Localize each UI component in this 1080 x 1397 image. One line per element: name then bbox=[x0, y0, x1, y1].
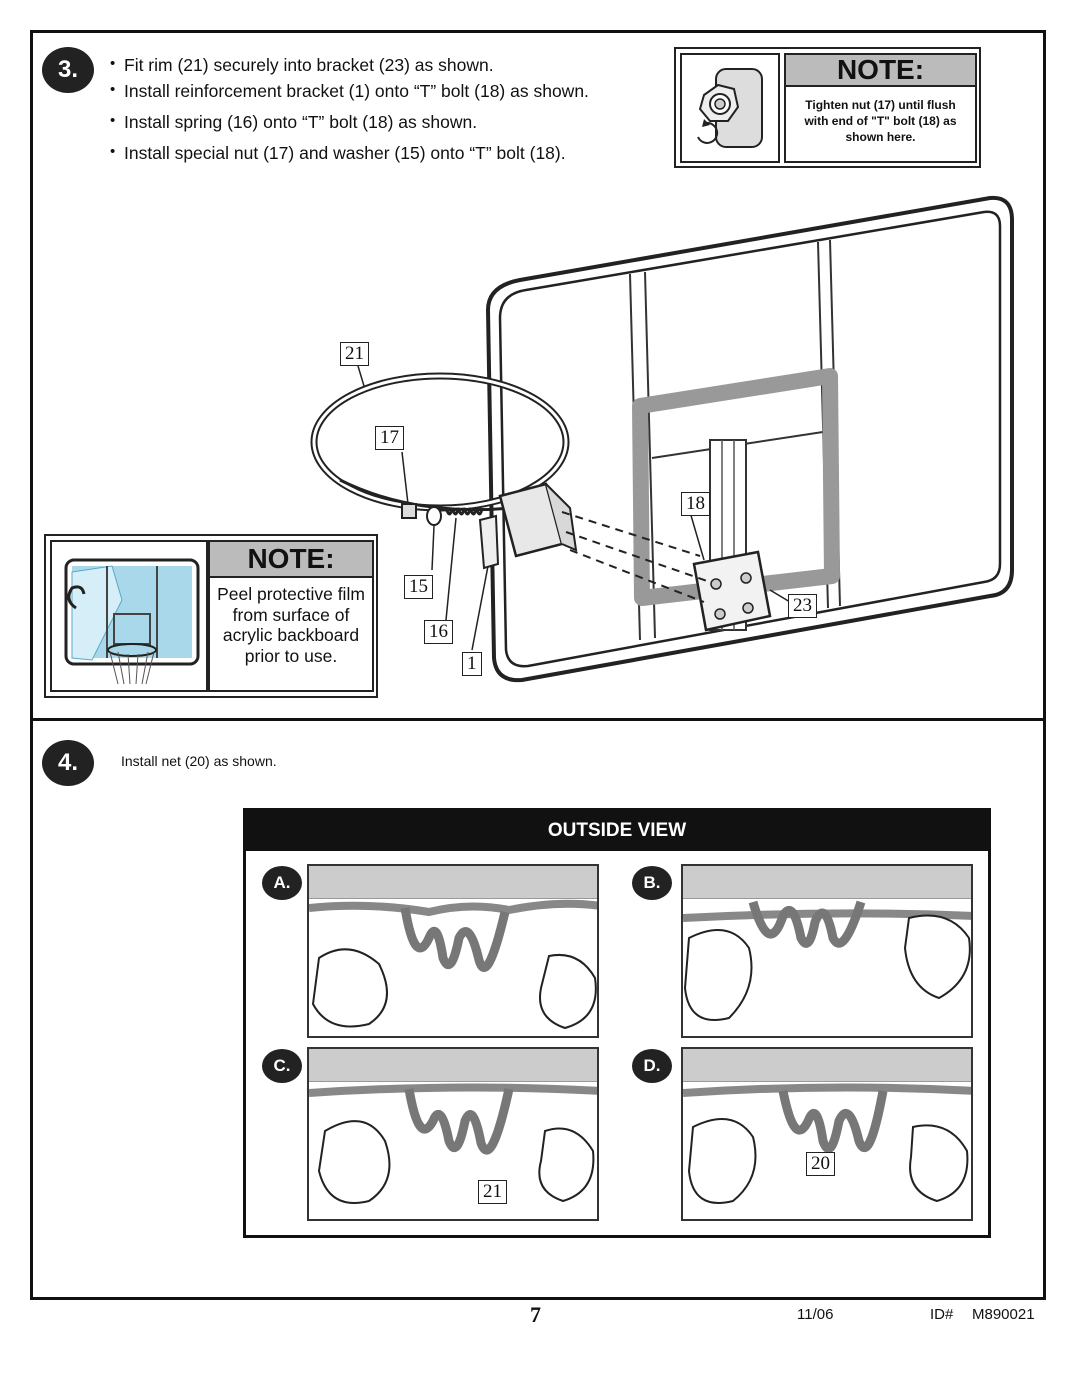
step-3-badge: 3. bbox=[42, 47, 94, 93]
callout-bracket: 23 bbox=[788, 594, 817, 618]
footer-id-value: M890021 bbox=[972, 1306, 1035, 1323]
callout-washer: 15 bbox=[404, 575, 433, 599]
callout-spring: 16 bbox=[424, 620, 453, 644]
callout-t-bolt: 18 bbox=[681, 492, 710, 516]
net-step-b-illustration bbox=[681, 864, 973, 1038]
net-step-c-illustration bbox=[307, 1047, 599, 1221]
outside-view-title: OUTSIDE VIEW bbox=[246, 811, 988, 851]
step-divider bbox=[30, 718, 1046, 721]
net-step-a-illustration bbox=[307, 864, 599, 1038]
panel-label-b: B. bbox=[632, 866, 672, 900]
instruction-item: Install spring (16) onto “T” bolt (18) a… bbox=[110, 112, 589, 133]
callout-net: 20 bbox=[806, 1152, 835, 1176]
callout-reinforcement-bracket: 1 bbox=[462, 652, 482, 676]
net-loop-image bbox=[683, 900, 971, 1021]
page-frame bbox=[30, 30, 1046, 1300]
note-tighten-nut: NOTE: Tighten nut (17) until flush with … bbox=[674, 47, 981, 168]
footer-date: 11/06 bbox=[797, 1306, 834, 1323]
note-title: NOTE: bbox=[784, 53, 977, 87]
backboard-film-icon bbox=[64, 558, 200, 685]
note-title: NOTE: bbox=[208, 540, 374, 578]
outside-view-panel: OUTSIDE VIEW bbox=[243, 808, 991, 1238]
instruction-item: Install special nut (17) and washer (15)… bbox=[110, 143, 589, 164]
rim-bracket-assembly-diagram bbox=[310, 195, 1014, 683]
callout-rim: 21 bbox=[340, 342, 369, 366]
panel-label-c: C. bbox=[262, 1049, 302, 1083]
page-number: 7 bbox=[530, 1302, 541, 1327]
footer-id-label: ID# bbox=[930, 1306, 954, 1323]
backboard-illustration bbox=[50, 540, 208, 692]
nut-flush-icon bbox=[697, 68, 763, 148]
nut-illustration bbox=[680, 53, 780, 163]
net-loop-image bbox=[683, 1083, 971, 1204]
note-peel-film: NOTE: Peel protective film from surface … bbox=[44, 534, 378, 698]
instruction-item: Install reinforcement bracket (1) onto “… bbox=[110, 81, 589, 102]
instruction-item: Fit rim (21) securely into bracket (23) … bbox=[110, 55, 589, 76]
net-loop-image bbox=[309, 1083, 597, 1204]
panel-label-a: A. bbox=[262, 866, 302, 900]
net-loop-image bbox=[309, 899, 597, 1030]
note-text: Tighten nut (17) until flush with end of… bbox=[784, 87, 977, 163]
step-3-instructions: Fit rim (21) securely into bracket (23) … bbox=[110, 55, 589, 164]
step-4-instruction: Install net (20) as shown. bbox=[121, 753, 277, 769]
net-step-d-illustration bbox=[681, 1047, 973, 1221]
step-4-badge: 4. bbox=[42, 740, 94, 786]
note-text: Peel protective film from surface of acr… bbox=[208, 578, 374, 692]
callout-rim: 21 bbox=[478, 1180, 507, 1204]
panel-label-d: D. bbox=[632, 1049, 672, 1083]
callout-nut: 17 bbox=[375, 426, 404, 450]
